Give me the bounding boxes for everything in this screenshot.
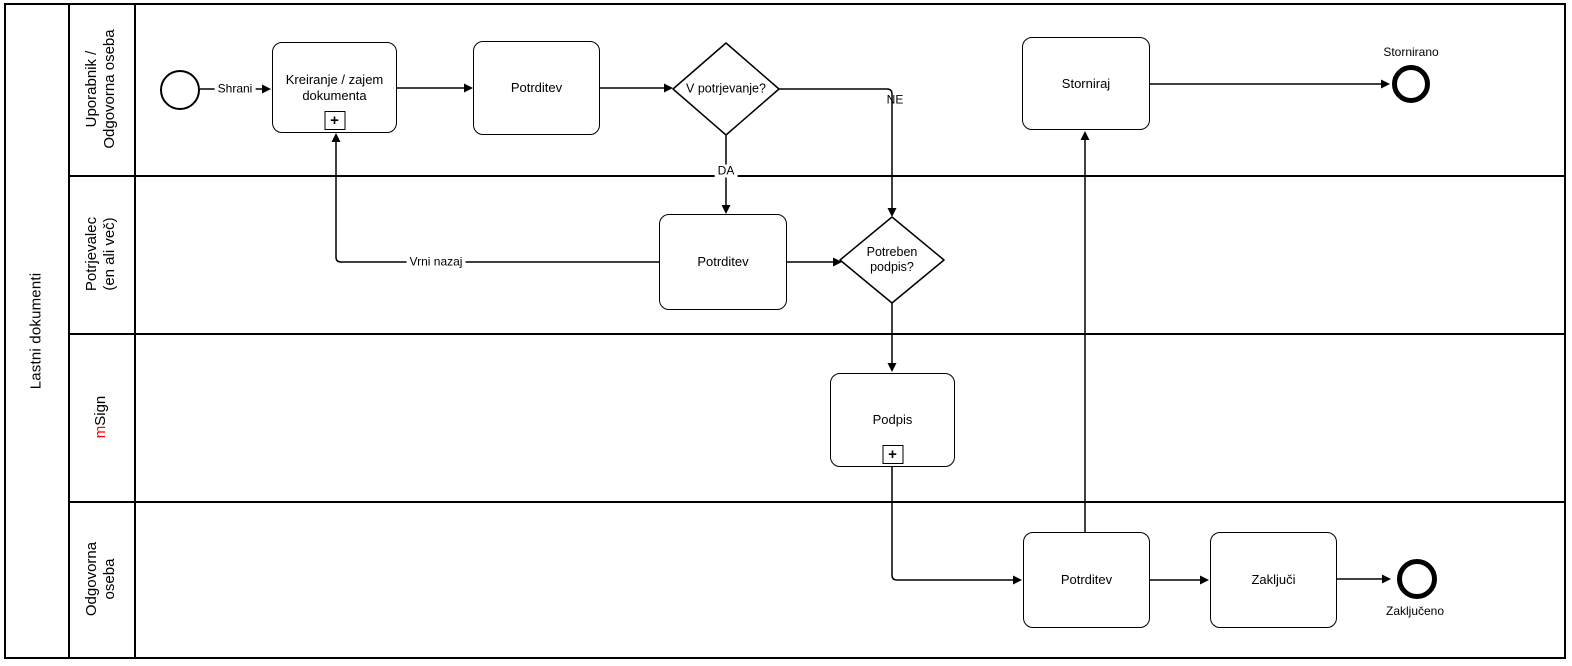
task-label: Potrditev — [697, 254, 749, 269]
task-label: Zaključi — [1251, 572, 1296, 587]
arrowhead — [833, 257, 842, 267]
arrowhead — [331, 133, 341, 142]
pool-label-divider — [68, 3, 70, 659]
task-label: Potrditev — [1060, 572, 1113, 587]
arrowhead — [664, 83, 673, 93]
lane-divider-1 — [68, 175, 1566, 177]
arrowhead — [464, 83, 473, 93]
end-event-label-zakljuceno: Zaključeno — [1385, 604, 1445, 618]
task-kreiranje-zajem[interactable]: Kreiranje / zajem dokumenta + — [272, 42, 397, 133]
end-event-label-stornirano: Stornirano — [1383, 45, 1439, 59]
lane-divider-2 — [68, 333, 1566, 335]
arrowhead — [1381, 79, 1390, 89]
start-event[interactable] — [160, 70, 200, 110]
task-label: Podpis — [872, 412, 913, 427]
flow-label-da: DA — [714, 164, 738, 178]
arrowhead — [1013, 575, 1022, 585]
flow-gw1-ne-to-gw2 — [779, 88, 893, 209]
task-label: Storniraj — [1061, 75, 1111, 91]
flow-confirm2-vrni-to-create — [335, 141, 659, 263]
end-event-zakljuceno[interactable] — [1397, 559, 1437, 599]
flow-label-ne: NE — [886, 92, 904, 107]
arrowhead — [262, 84, 271, 94]
task-podpis[interactable]: Podpis + — [830, 373, 955, 467]
flow-podpis-to-confirm3 — [891, 467, 1014, 581]
task-label: Kreiranje / zajem dokumenta — [285, 71, 384, 103]
gateway-label-v-potrjevanje: V potrjevanje? — [686, 81, 766, 96]
arrowhead — [721, 205, 731, 214]
arrowhead — [1382, 574, 1391, 584]
gateway-potreben-podpis[interactable] — [839, 216, 945, 304]
arrowhead — [887, 363, 897, 372]
arrowhead — [1200, 575, 1209, 585]
task-storniraj[interactable]: Storniraj — [1022, 37, 1150, 130]
flow-label-shrani: Shrani — [214, 82, 256, 96]
task-label: Potrditev — [510, 80, 563, 95]
task-zakljuci[interactable]: Zaključi — [1210, 532, 1337, 628]
task-potrditev-potrjevalec[interactable]: Potrditev — [659, 214, 787, 310]
subprocess-plus-icon[interactable]: + — [324, 111, 345, 130]
lane-label-divider — [134, 3, 136, 659]
subprocess-plus-icon[interactable]: + — [882, 445, 903, 464]
arrowhead — [887, 208, 897, 217]
arrowhead — [1080, 131, 1090, 140]
flow-label-vrni-nazaj: Vrni nazaj — [406, 255, 466, 269]
gateway-label-potreben-podpis: Potreben podpis? — [866, 245, 918, 274]
gateway-v-potrjevanje[interactable] — [672, 42, 780, 136]
end-event-stornirano[interactable] — [1392, 65, 1430, 103]
task-potrditev-uporabnik[interactable]: Potrditev — [473, 41, 600, 135]
task-potrditev-odgovorna[interactable]: Potrditev — [1023, 532, 1150, 628]
lane-divider-3 — [68, 501, 1566, 503]
